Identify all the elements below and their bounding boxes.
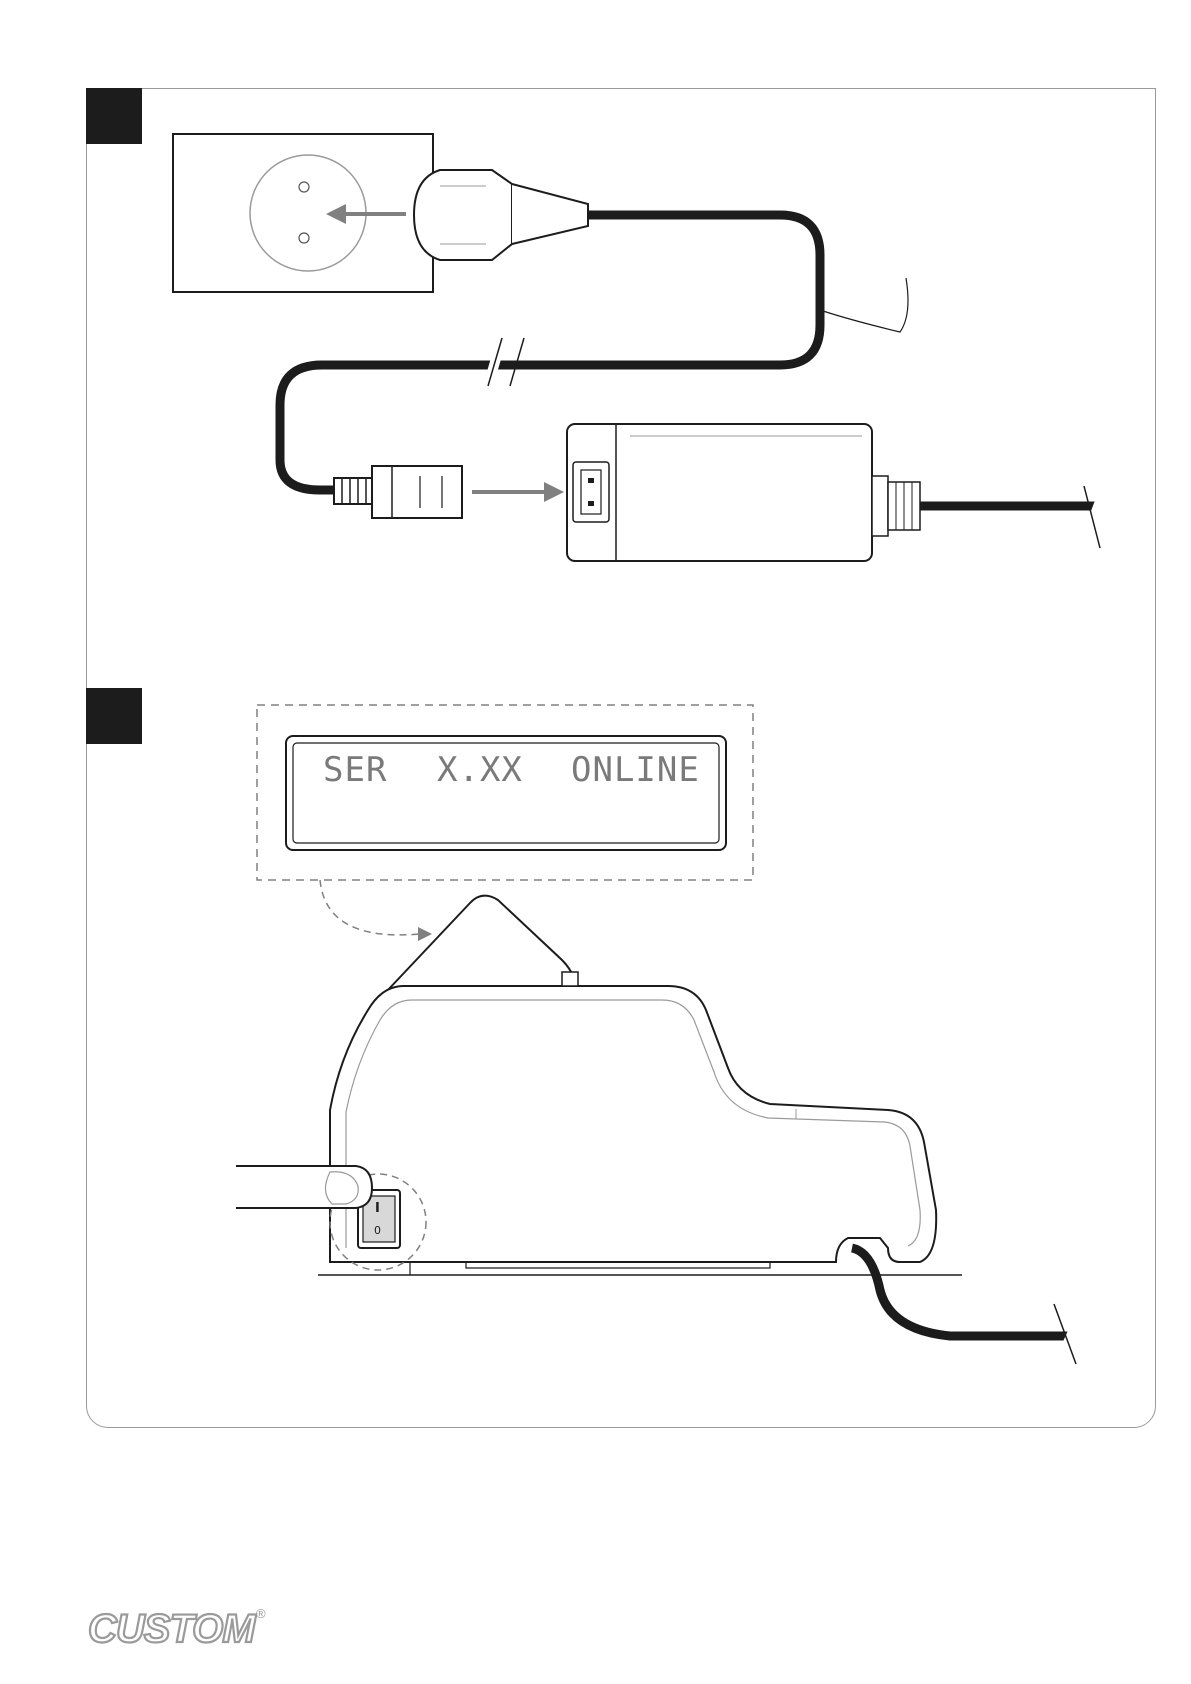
iec-connector-icon [334, 466, 462, 518]
display-field-1: SER [323, 750, 387, 790]
display-field-2: X.XX [437, 750, 523, 790]
custom-logo: CUSTOM ® [86, 1602, 286, 1650]
connect-arrow [472, 482, 564, 502]
printer-cable [852, 1248, 1080, 1364]
registered-mark: ® [256, 1606, 266, 1621]
display-field-3: ONLINE [571, 750, 700, 790]
logo-text: CUSTOM [88, 1607, 257, 1650]
power-adapter-icon [567, 424, 1108, 561]
printer-icon [318, 896, 962, 1275]
plug-icon [414, 170, 588, 260]
finger-icon [236, 1166, 372, 1208]
switch-off-symbol: 0 [374, 1224, 381, 1237]
switch-on-symbol: I [375, 1201, 380, 1216]
